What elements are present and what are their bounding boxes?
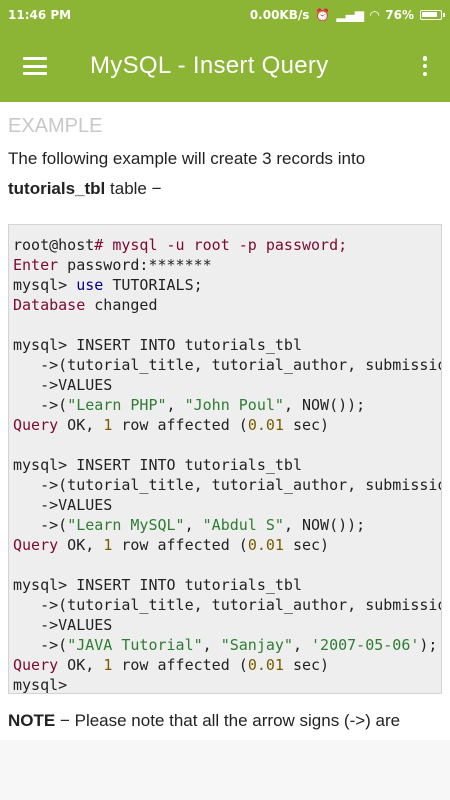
status-time: 11:46 PM	[8, 8, 72, 22]
code-line: ->VALUES	[13, 496, 113, 514]
code-line: ->VALUES	[13, 616, 113, 634]
section-heading: EXAMPLE	[8, 115, 103, 137]
code-block[interactable]: root@host# mysql -u root -p password; En…	[8, 224, 442, 694]
code-line-blank	[13, 555, 441, 575]
network-speed: 0.00KB/s	[249, 8, 310, 22]
code-line-blank	[13, 315, 441, 335]
note-label: NOTE	[8, 711, 56, 730]
status-indicators: 0.00KB/s ⏰ ▂▄▆ ◠ 76%	[249, 8, 445, 22]
more-vert-icon	[422, 56, 428, 76]
alarm-off-icon: ⏰	[315, 8, 331, 22]
intro-suffix: table −	[105, 179, 162, 198]
code-line: ->(tutorial_title, tutorial_author, subm…	[40, 476, 441, 494]
code-line: mysql> INSERT INTO tutorials_tbl	[13, 456, 302, 474]
code-line: ->("Learn PHP", "John Poul", NOW());	[13, 396, 366, 414]
status-bar: 11:46 PM 0.00KB/s ⏰ ▂▄▆ ◠ 76%	[0, 0, 450, 30]
code-line: ->("Learn MySQL", "Abdul S", NOW());	[13, 516, 366, 534]
code-line: Query OK, 1 row affected (0.01 sec)	[13, 536, 330, 554]
menu-button[interactable]	[0, 30, 70, 102]
code-line: ->(tutorial_title, tutorial_author, subm…	[40, 356, 441, 374]
note-text: − Please note that all the arrow signs (…	[55, 711, 401, 730]
code-line: Database changed	[13, 296, 158, 314]
wifi-icon: ◠	[370, 8, 380, 22]
code-line: ->(tutorial_title, tutorial_author, subm…	[40, 596, 441, 614]
intro-paragraph: The following example will create 3 reco…	[8, 144, 442, 204]
bottom-blank-area	[0, 740, 450, 800]
intro-table-name: tutorials_tbl	[8, 179, 106, 198]
code-line: Enter password:*******	[13, 256, 212, 274]
battery-icon	[420, 10, 445, 20]
article-content[interactable]: EXAMPLE The following example will creat…	[0, 102, 450, 740]
code-line: mysql>	[13, 676, 68, 694]
battery-percent: 76%	[385, 8, 414, 22]
code-line-blank	[13, 435, 441, 455]
code-line: mysql> INSERT INTO tutorials_tbl	[13, 576, 302, 594]
hamburger-menu-icon	[23, 57, 47, 75]
code-line: ->("JAVA Tutorial", "Sanjay", '2007-05-0…	[13, 636, 438, 654]
code-line: mysql> use TUTORIALS;	[13, 276, 203, 294]
code-line: Query OK, 1 row affected (0.01 sec)	[13, 656, 330, 674]
app-bar: MySQL - Insert Query	[0, 30, 450, 102]
signal-icon: ▂▄▆	[336, 8, 365, 22]
overflow-menu-button[interactable]	[400, 30, 450, 102]
note-paragraph: NOTE − Please note that all the arrow si…	[8, 708, 442, 734]
code-line: Query OK, 1 row affected (0.01 sec)	[13, 416, 330, 434]
code-line: ->VALUES	[13, 376, 113, 394]
page-title: MySQL - Insert Query	[90, 52, 329, 79]
code-line: mysql> INSERT INTO tutorials_tbl	[13, 336, 302, 354]
intro-text: The following example will create 3 reco…	[8, 149, 366, 168]
code-line: root@host# mysql -u root -p password;	[13, 236, 348, 254]
